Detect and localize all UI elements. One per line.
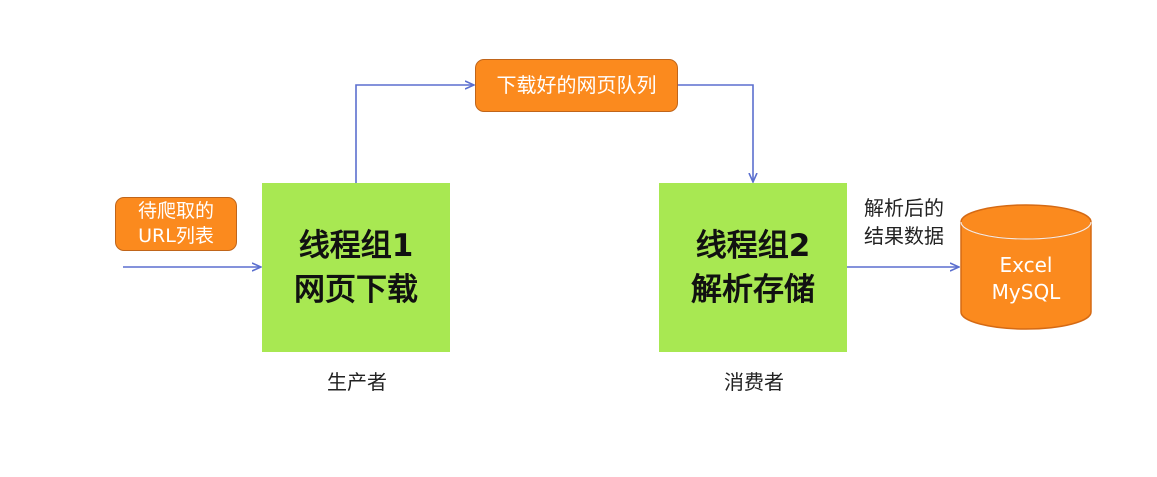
url-queue-line2: URL列表 [138,225,214,247]
thread-group-2-title: 线程组2 [695,227,811,264]
result-data-line1: 解析后的 [864,196,944,220]
storage-line2: MySQL [991,280,1061,304]
thread-group-2-subtitle: 解析存储 [691,271,815,308]
producer-to-queue-arrow [355,85,474,183]
thread-group-1-title: 线程组1 [298,227,414,264]
storage-label: Excel MySQL [960,252,1092,306]
consumer-label: 消费者 [724,370,784,394]
storage-line1: Excel [999,253,1053,277]
database-cylinder-icon [960,204,1092,330]
url-queue-line1: 待爬取的 [137,200,214,222]
queue-label: 下载好的网页队列 [496,73,657,97]
thread-group-1-box: 线程组1 网页下载 [262,183,450,352]
thread-group-2-box: 线程组2 解析存储 [659,183,847,352]
url-queue-callout: 待爬取的 URL列表 [115,197,237,251]
producer-label: 生产者 [327,370,387,394]
downloaded-page-queue: 下载好的网页队列 [475,59,678,112]
result-data-label: 解析后的 结果数据 [858,194,950,250]
thread-group-1-subtitle: 网页下载 [294,271,418,308]
queue-to-consumer-arrow [678,84,753,182]
result-data-line2: 结果数据 [864,224,944,248]
